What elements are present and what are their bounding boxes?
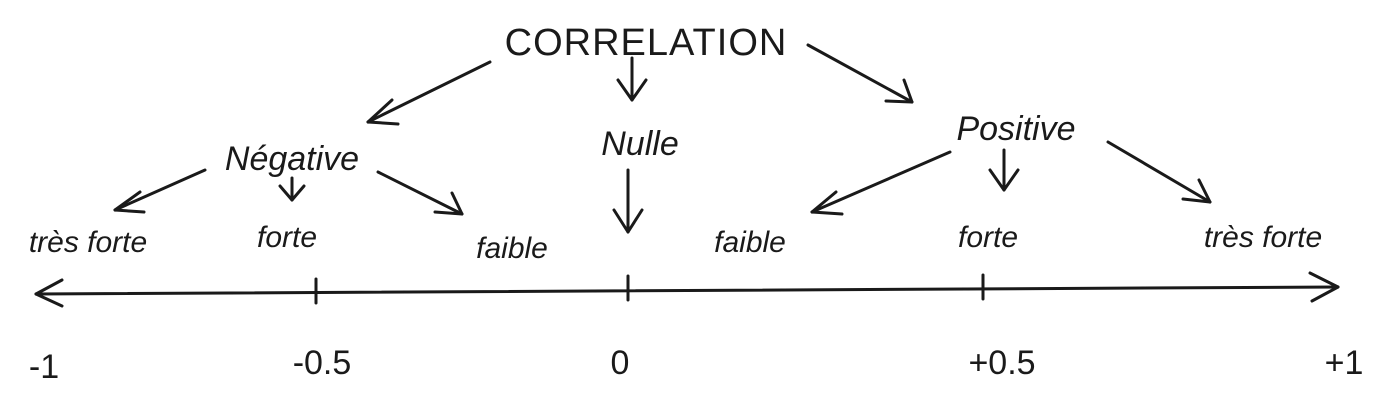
arrow-null-down bbox=[612, 168, 644, 234]
correlation-axis bbox=[34, 271, 1340, 308]
arrow-positive-to-weak bbox=[810, 150, 952, 216]
tick-label-zero: 0 bbox=[611, 344, 630, 382]
tick-label-minus-half: -0.5 bbox=[293, 344, 352, 382]
arrow-positive-to-strong bbox=[988, 148, 1020, 192]
arrow-negative-to-very-strong bbox=[113, 168, 207, 214]
tick-label-plus-one: +1 bbox=[1325, 344, 1364, 382]
branch-positive-label: Positive bbox=[956, 110, 1075, 148]
branch-null-label: Nulle bbox=[601, 125, 678, 163]
leaf-positive-weak: faible bbox=[714, 226, 786, 259]
leaf-positive-strong: forte bbox=[958, 221, 1018, 254]
diagram-title: CORRELATION bbox=[505, 22, 788, 64]
arrow-title-to-null bbox=[616, 56, 648, 102]
leaf-positive-very-strong: très forte bbox=[1204, 221, 1322, 254]
arrow-title-to-positive bbox=[806, 43, 914, 104]
branch-negative-label: Négative bbox=[225, 140, 359, 178]
arrow-negative-to-strong bbox=[278, 176, 306, 202]
arrow-title-to-negative bbox=[366, 60, 492, 126]
arrow-negative-to-weak bbox=[376, 170, 464, 216]
axis-right-arrowhead bbox=[1308, 271, 1340, 303]
arrow-positive-to-very-strong bbox=[1106, 140, 1212, 204]
tick-label-minus-one: -1 bbox=[29, 348, 59, 386]
tick-label-plus-half: +0.5 bbox=[968, 344, 1035, 382]
leaf-negative-strong: forte bbox=[257, 221, 317, 254]
axis-left-arrowhead bbox=[34, 278, 64, 308]
leaf-negative-weak: faible bbox=[476, 232, 548, 265]
leaf-negative-very-strong: très forte bbox=[29, 226, 147, 259]
